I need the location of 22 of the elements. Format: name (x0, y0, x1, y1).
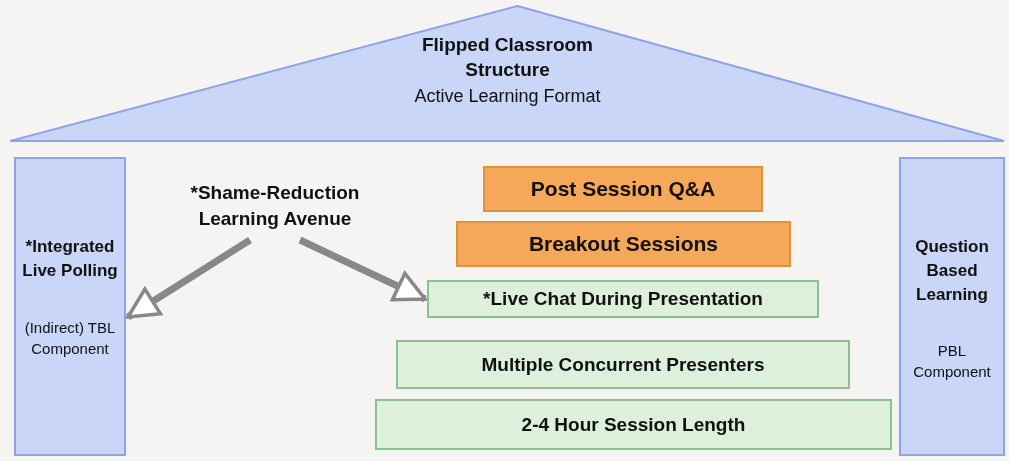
step-label: Post Session Q&A (530, 177, 716, 201)
step-box (375, 399, 892, 450)
roof-title: Flipped Classroom Structure (421, 33, 594, 82)
arrow (298, 236, 427, 303)
step-box (396, 340, 850, 389)
step-box (456, 221, 791, 267)
step-label: *Live Chat During Presentation (483, 288, 763, 310)
step-label: Multiple Concurrent Presenters (481, 353, 765, 376)
step-label: Breakout Sessions (528, 232, 719, 256)
pillar-note: (Indirect) TBL Component (23, 317, 117, 359)
step-label: 2-4 Hour Session Length (521, 413, 746, 436)
heading-text: *Shame-Reduction Learning Avenue (189, 181, 361, 231)
pillar-box (899, 157, 1005, 456)
roof-triangle (10, 5, 1005, 142)
pillar-title: *Integrated Live Polling (21, 236, 119, 282)
roof-subtitle: Active Learning Format (414, 86, 601, 108)
arrow (126, 237, 252, 320)
pillar-note: PBL Component (912, 341, 992, 383)
step-box (427, 280, 819, 318)
pillar-box (14, 157, 126, 456)
pillar-title: Question Based Learning (914, 236, 990, 306)
step-box (483, 166, 763, 212)
